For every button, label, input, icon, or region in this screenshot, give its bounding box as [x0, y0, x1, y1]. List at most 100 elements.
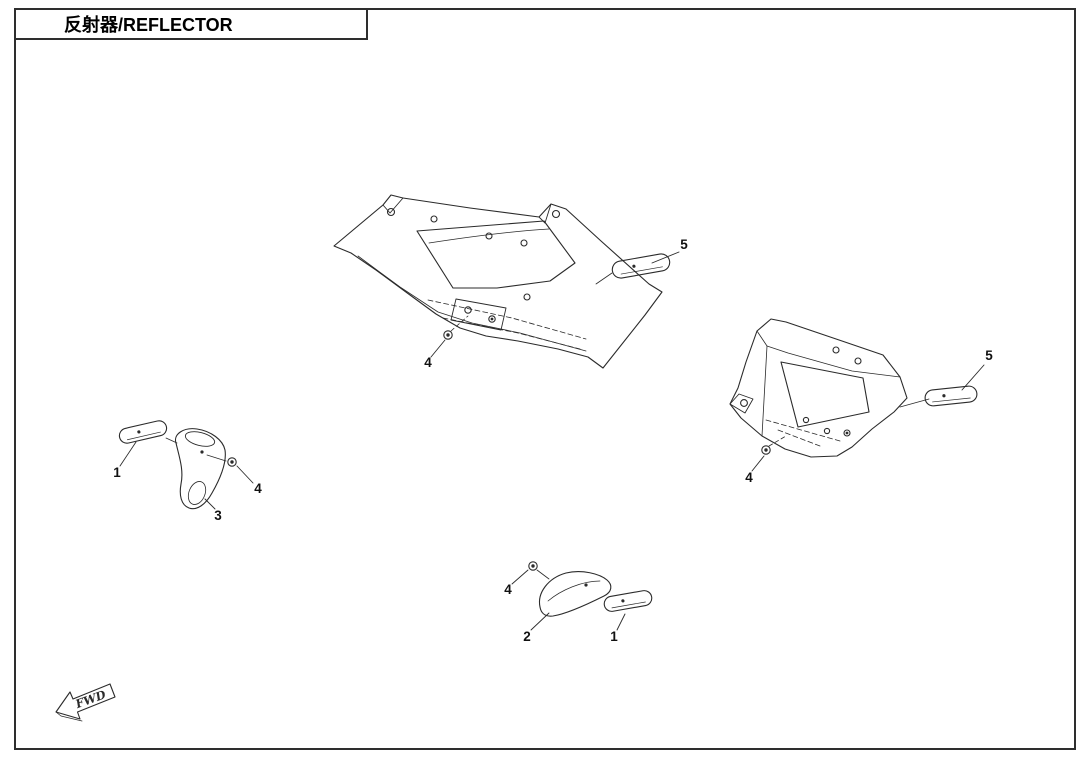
axis-line [165, 437, 178, 444]
nut-body [761, 445, 771, 455]
hole [823, 427, 831, 435]
hole [488, 315, 496, 323]
title-box: 反射器/REFLECTOR [14, 8, 368, 40]
hole [464, 306, 472, 314]
nut-center [531, 564, 535, 568]
callout-2: 2 [523, 629, 531, 644]
center-dot [621, 599, 625, 603]
center-dot [200, 450, 204, 454]
hole [386, 207, 396, 217]
reflector-body [118, 420, 168, 444]
center-dot [942, 394, 946, 398]
nut-part-4-right [761, 435, 787, 455]
bracket-part-3 [174, 428, 227, 510]
leader-4-center [430, 339, 446, 358]
leader-lines [119, 251, 985, 631]
reflector-body [611, 253, 671, 279]
arrow-outline [55, 683, 116, 720]
right-bracket-part [729, 318, 930, 458]
opening [416, 220, 576, 289]
page-border [14, 8, 1076, 750]
hole [430, 215, 438, 223]
fwd-arrow: FWD [55, 683, 116, 722]
leader-2 [530, 612, 550, 631]
leader-5-top [651, 251, 680, 264]
top-opening [184, 431, 216, 447]
fwd-label: FWD [73, 687, 108, 711]
axis-line [899, 398, 930, 408]
callout-4-bottom: 4 [504, 582, 512, 597]
hidden-line [427, 299, 587, 340]
callout-3: 3 [214, 508, 222, 523]
top-face [756, 330, 901, 378]
leader-4-right [751, 455, 765, 472]
nut-center [446, 333, 450, 337]
reflector-part-1-left [118, 420, 168, 444]
page-title: 反射器/REFLECTOR [64, 15, 233, 35]
reflector-edge [611, 601, 646, 609]
center-dot [137, 430, 141, 434]
arrow-shadow-edge [55, 711, 83, 722]
axis-line [450, 315, 469, 332]
axis-line [536, 569, 550, 580]
leader-1-bottom [616, 613, 626, 631]
callout-5-right: 5 [985, 348, 993, 363]
main-bracket-part [333, 194, 663, 369]
callout-4-right: 4 [745, 470, 753, 485]
fold-line [547, 580, 601, 602]
outline [174, 428, 226, 510]
callout-5-top: 5 [680, 237, 688, 252]
hole [551, 209, 561, 219]
hole [843, 429, 851, 437]
outline [538, 571, 612, 617]
nut-body [227, 457, 237, 467]
outline [333, 194, 663, 369]
nut-center [764, 448, 768, 452]
hidden-line [442, 317, 581, 350]
callouts: 5 4 1 3 4 5 4 4 2 1 [113, 237, 993, 644]
hidden-line [777, 429, 821, 447]
center-dot [632, 264, 636, 268]
hole [485, 232, 493, 240]
leader-4-left [236, 465, 254, 484]
hole [523, 293, 531, 301]
panel-edge [357, 255, 587, 352]
hidden-line [765, 419, 841, 442]
nut-part-4-left [227, 457, 237, 467]
nut-part-4-bottom [528, 561, 538, 571]
bottom-opening [187, 481, 207, 505]
bracket-part-2 [536, 569, 612, 617]
nut-part-4-center [443, 315, 469, 340]
nut-body [528, 561, 538, 571]
hole [832, 346, 840, 354]
center-dot [584, 583, 588, 587]
tab-edge [382, 197, 404, 214]
reflector-part-1-bottom [603, 590, 653, 612]
outline [729, 318, 908, 458]
hole-center-dot [490, 317, 494, 321]
reflector-edge [932, 397, 971, 403]
callout-1-left: 1 [113, 465, 121, 480]
callout-4-left: 4 [254, 481, 262, 496]
reflector-body [603, 590, 653, 612]
axis-line [595, 272, 613, 285]
leader-1-left [119, 441, 137, 467]
reflector-edge [620, 266, 663, 275]
nut-body [443, 330, 453, 340]
tab-edge [538, 203, 552, 224]
inner-curve [428, 228, 550, 244]
reflector-edge [126, 431, 161, 441]
opening [780, 361, 870, 428]
side-edge [761, 345, 768, 437]
callout-4-center: 4 [424, 355, 432, 370]
callout-1-bottom: 1 [610, 629, 618, 644]
hole [740, 399, 748, 407]
axis-line [768, 435, 787, 447]
leader-4-bottom [511, 569, 529, 585]
leader-3 [204, 498, 216, 510]
leader-5-right [961, 364, 985, 391]
reflector-part-5-top [611, 253, 671, 279]
reflector-part-5-right [924, 385, 978, 407]
hole [520, 239, 528, 247]
